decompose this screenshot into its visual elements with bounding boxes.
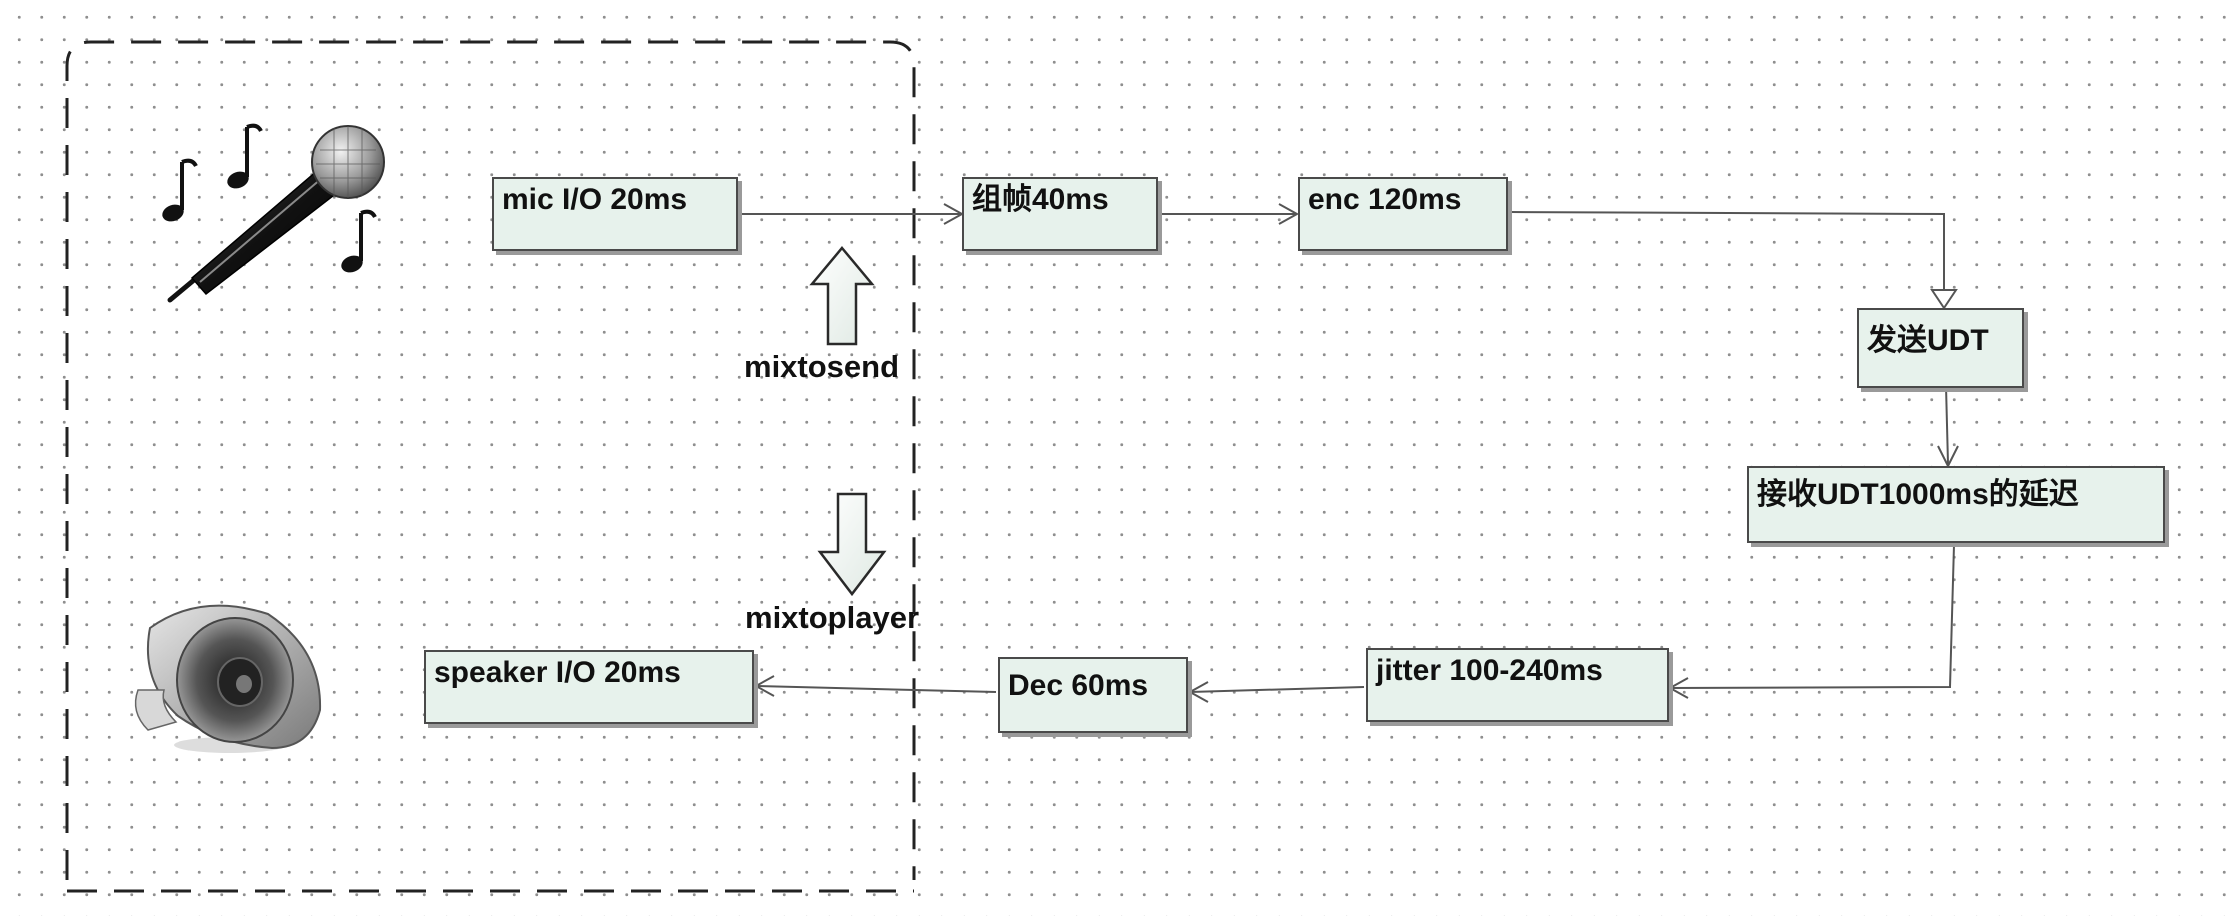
up-arrow-icon [812, 248, 872, 344]
connector-jitter-to-dec [1190, 682, 1364, 702]
connector-enc-to-send [1510, 212, 1956, 308]
connector-mic-to-framing [740, 204, 962, 224]
boundary-frame [67, 42, 914, 880]
node-recv-udt[interactable]: 接收UDT1000ms的延迟 [1747, 466, 2165, 543]
node-mic-io[interactable]: mic I/O 20ms [492, 177, 738, 251]
down-arrow-icon [820, 494, 884, 594]
node-framing[interactable]: 组帧40ms [962, 177, 1158, 251]
node-send-udt[interactable]: 发送UDT [1857, 308, 2024, 388]
node-dec[interactable]: Dec 60ms [998, 657, 1188, 733]
connector-dec-to-speaker [756, 676, 996, 696]
label-mixtosend: mixtosend [744, 349, 899, 385]
connector-send-to-recv [1938, 386, 1958, 466]
label-mixtoplayer: mixtoplayer [745, 600, 919, 636]
node-speaker-io[interactable]: speaker I/O 20ms [424, 650, 754, 724]
speaker-icon [136, 606, 321, 753]
node-enc[interactable]: enc 120ms [1298, 177, 1508, 251]
node-jitter[interactable]: jitter 100-240ms [1366, 648, 1669, 722]
connector-framing-to-enc [1160, 204, 1297, 224]
connector-recv-to-jitter [1670, 545, 1954, 698]
microphone-icon [170, 126, 384, 300]
